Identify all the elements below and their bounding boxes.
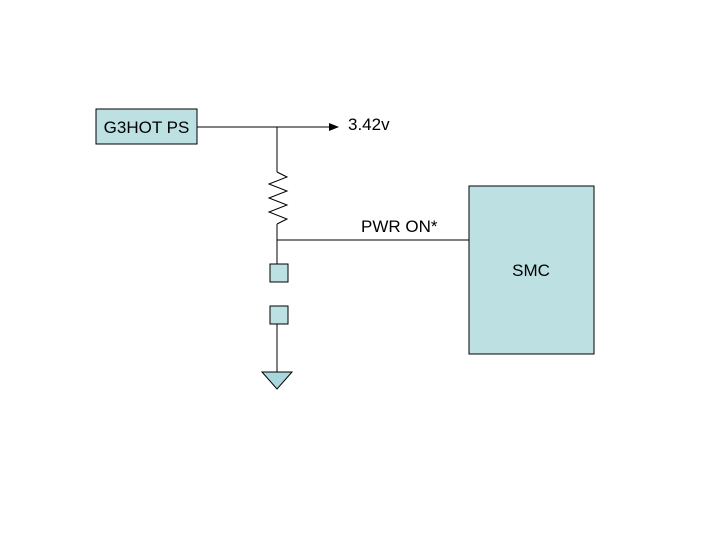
power-supply-block: G3HOT PS — [95, 108, 198, 145]
ground-icon — [260, 371, 294, 390]
power-supply-label: G3HOT PS — [104, 118, 190, 137]
switch-pad-bottom — [269, 305, 289, 325]
signal-label: PWR ON* — [361, 217, 438, 236]
smc-box — [468, 185, 595, 355]
voltage-label: 3.42v — [348, 115, 390, 134]
resistor-icon — [267, 171, 289, 225]
smc-block: SMC — [468, 185, 595, 355]
smc-label: SMC — [512, 261, 550, 280]
power-supply-box — [95, 108, 198, 145]
switch-pad-top — [269, 263, 289, 283]
